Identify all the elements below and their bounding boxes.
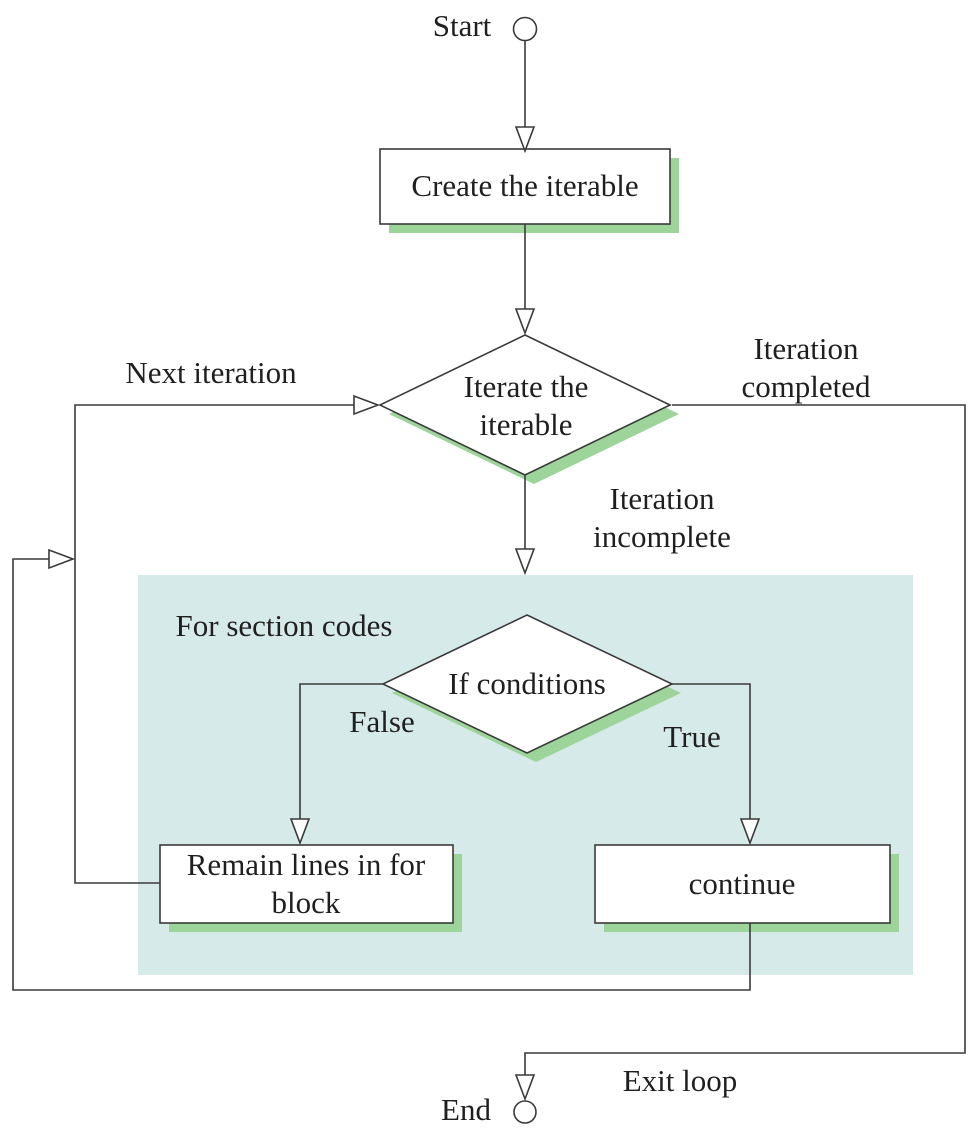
- arrowhead-into-continue: [739, 818, 761, 846]
- create-iterable-box: [379, 148, 671, 225]
- continue-box: [594, 844, 891, 924]
- arrowhead-loopback-merge: [48, 548, 76, 570]
- end-terminator-circle: [513, 1100, 537, 1124]
- arrowhead-into-iterate: [514, 308, 536, 336]
- edge-continue-loopback: [12, 558, 751, 991]
- edge-iteration-completed-exit: [524, 404, 966, 1076]
- remain-lines-box: [159, 844, 454, 924]
- edge-true-branch: [672, 683, 751, 820]
- arrowhead-into-region: [514, 548, 536, 576]
- arrowhead-into-remain-lines: [289, 818, 311, 846]
- if-conditions-diamond: [381, 614, 674, 754]
- arrowhead-into-create: [514, 126, 536, 154]
- edge-false-branch: [299, 683, 383, 820]
- edge-next-iteration: [74, 404, 356, 884]
- iterate-iterable-diamond: [378, 334, 672, 476]
- arrowhead-into-end: [514, 1074, 536, 1102]
- arrowhead-next-iteration: [353, 394, 381, 416]
- start-terminator-circle: [512, 16, 538, 42]
